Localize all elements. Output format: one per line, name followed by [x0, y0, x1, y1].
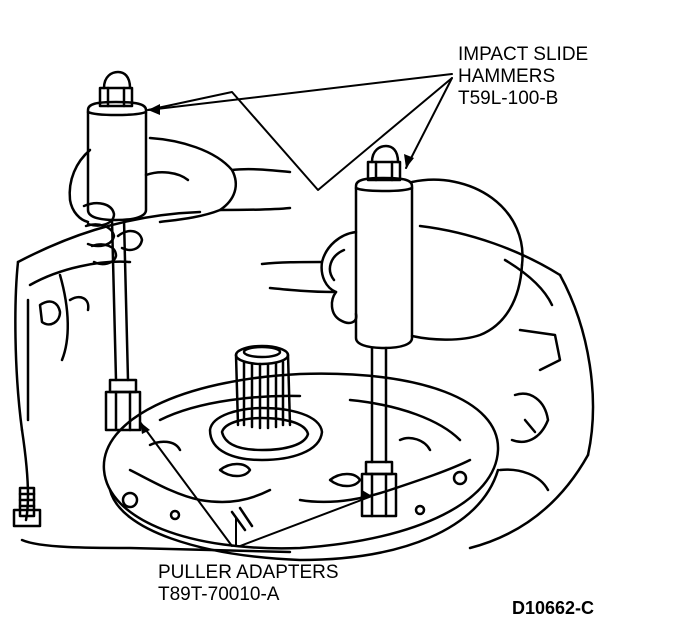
input-shaft [208, 344, 324, 462]
pump-body [102, 372, 500, 562]
slide-hammers-line1: IMPACT SLIDE [458, 44, 589, 65]
left-hand [68, 136, 292, 266]
slide-hammers-line2: HAMMERS [458, 66, 556, 87]
puller-adapters-part-number: T89T-70010-A [158, 584, 280, 605]
puller-adapters-line1: PULLER ADAPTERS [158, 562, 339, 583]
puller-adapters-callout: PULLER ADAPTERS T89T-70010-A [158, 562, 339, 606]
transmission-case [14, 210, 595, 554]
right-hand [260, 178, 524, 341]
stud-bolt [12, 486, 42, 528]
right-slide-hammer [354, 144, 414, 518]
leader-lines [139, 73, 453, 547]
figure-code: D10662-C [512, 598, 595, 618]
arrowheads [140, 104, 414, 500]
slide-hammers-callout: IMPACT SLIDE HAMMERS T59L-100-B [458, 44, 588, 110]
slide-hammers-part-number: T59L-100-B [458, 88, 559, 109]
left-slide-hammer [86, 70, 148, 432]
